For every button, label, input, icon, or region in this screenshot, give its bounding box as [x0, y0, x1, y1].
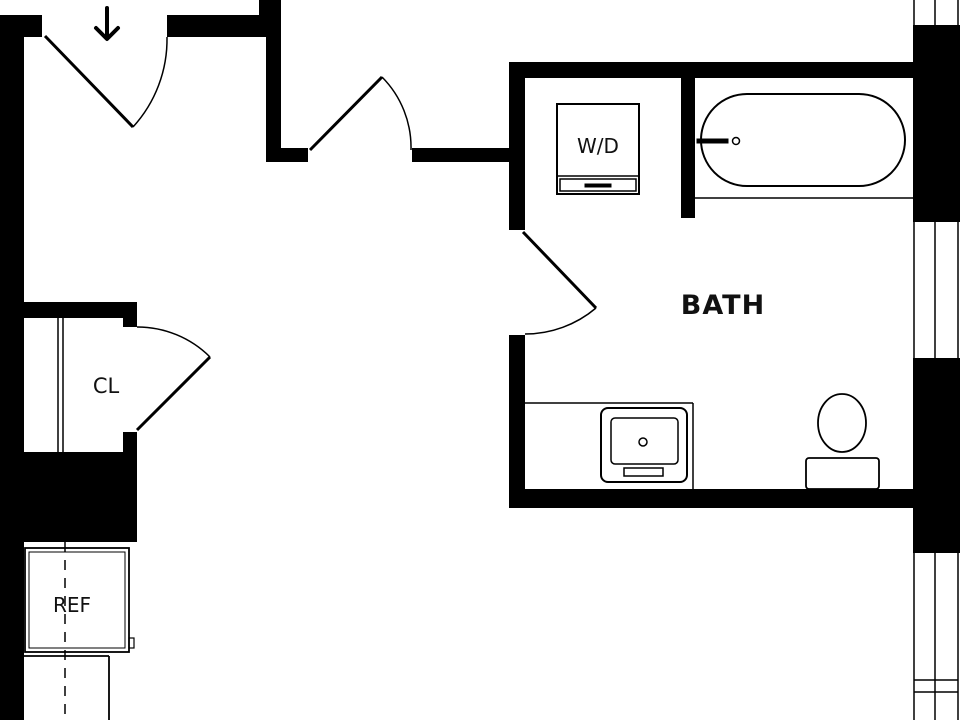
closet-door — [135, 326, 212, 432]
refrigerator-unit — [24, 542, 135, 720]
entry-arrow-icon — [94, 6, 120, 41]
room-label-closet: CL — [93, 374, 120, 398]
kitchen-counter — [24, 655, 110, 720]
wall-left-exterior — [0, 15, 24, 720]
wall-closet-top — [24, 302, 137, 318]
wall-closet-jamb-top — [123, 302, 137, 327]
washer-dryer-unit — [556, 103, 640, 195]
wall-bath-bottom — [509, 489, 915, 508]
wall-bath-left-lower — [509, 335, 525, 508]
wall-top-mid — [167, 15, 267, 37]
hall-door — [308, 75, 412, 152]
doors — [43, 34, 598, 432]
vanity-sink — [525, 402, 694, 489]
room-label-bath: BATH — [681, 290, 765, 321]
wall-closet-bottom — [24, 452, 137, 542]
entry-door — [43, 34, 168, 129]
wall-right-lower — [913, 358, 960, 553]
wall-bath-left-upper — [509, 62, 525, 230]
wall-hall-stub-left — [266, 148, 308, 162]
windows — [913, 0, 959, 720]
wall-hall-stub-right — [412, 148, 512, 162]
wall-bath-top — [509, 62, 915, 78]
bathtub — [695, 93, 913, 199]
wall-tub-partition — [681, 78, 695, 218]
wall-hall-vertical — [266, 0, 281, 162]
room-label-refrigerator: REF — [53, 593, 91, 617]
closet-shelf — [57, 318, 64, 452]
window-middle — [913, 222, 959, 358]
wall-top-left — [0, 15, 42, 37]
room-label-washer-dryer: W/D — [577, 134, 619, 158]
bath-door — [521, 230, 598, 335]
toilet — [805, 393, 880, 490]
window-top — [913, 0, 959, 25]
wall-right-upper — [913, 25, 960, 222]
window-bottom — [913, 553, 959, 720]
